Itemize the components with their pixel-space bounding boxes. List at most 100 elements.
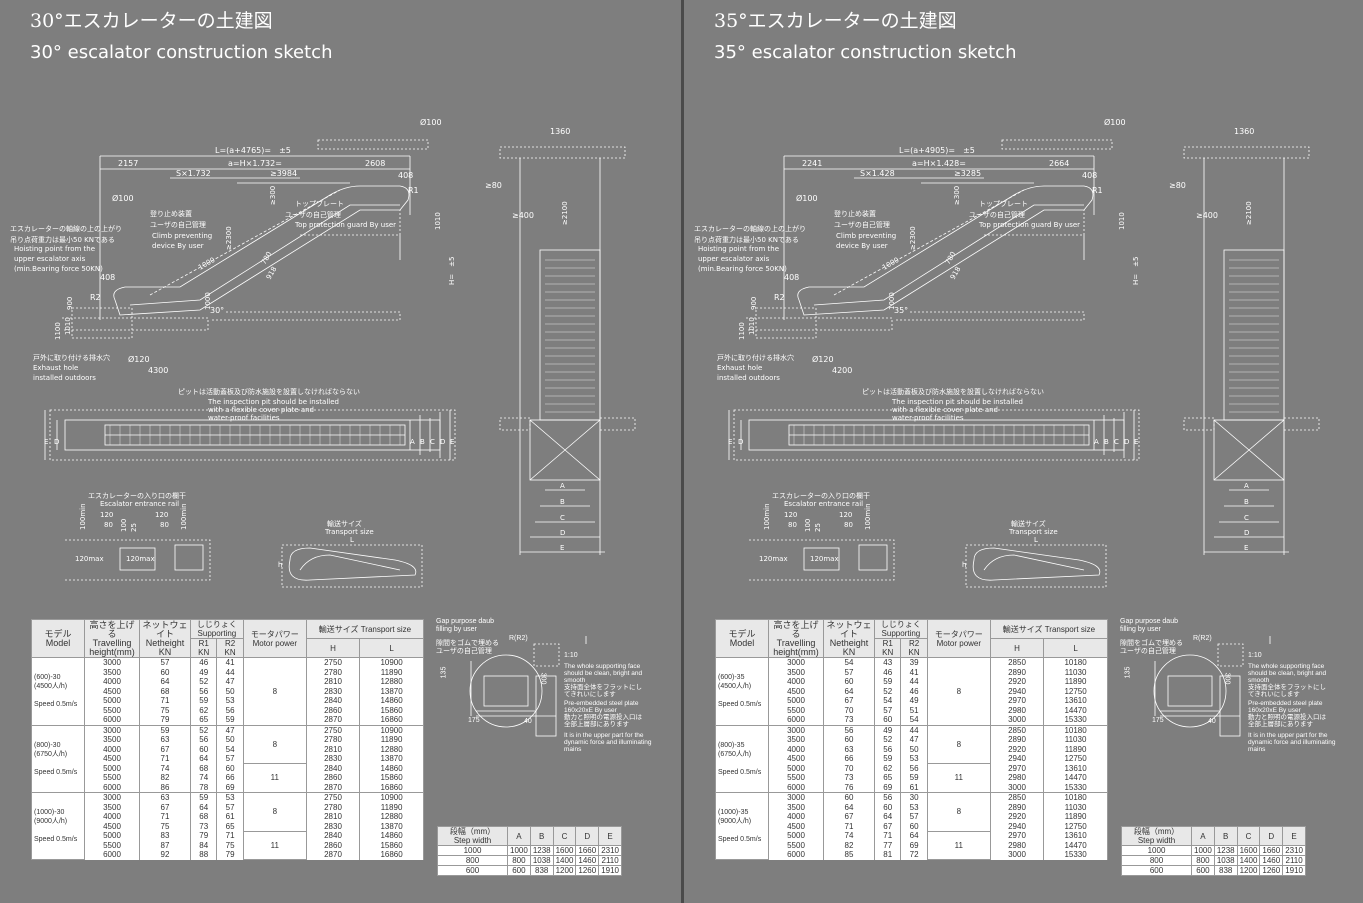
cell-r2: 57 [216, 754, 244, 764]
svg-text:吊り点荷重力は最小50 KNである: 吊り点荷重力は最小50 KNである [694, 235, 799, 244]
gap-jp: 隙間をゴムで埋めるユーザの自己管理 [436, 640, 499, 655]
svg-text:water-proof facilities: water-proof facilities [892, 414, 964, 422]
cell-t1: 2780 [305, 735, 361, 745]
col-h: H [305, 638, 361, 658]
motor-cell: 11 [926, 763, 991, 793]
cell-t1: 2860 [305, 773, 361, 783]
cell-r1: 60 [873, 802, 902, 812]
svg-text:(min.Bearing force 50KN): (min.Bearing force 50KN) [698, 265, 787, 273]
cell-w: 59 [139, 724, 191, 735]
svg-text:≥2300: ≥2300 [909, 226, 917, 250]
svg-text:408: 408 [784, 273, 799, 282]
cell-t1: 2840 [305, 763, 361, 773]
svg-text:1010: 1010 [1118, 212, 1126, 230]
cell-t2: 10180 [1043, 792, 1108, 803]
svg-text:device By user: device By user [836, 242, 888, 250]
cell-r2: 53 [216, 696, 244, 706]
col-l: L [1043, 638, 1108, 658]
motor-cell: 8 [926, 792, 991, 832]
cell-r2: 69 [216, 782, 244, 793]
cell-t1: 2840 [305, 696, 361, 706]
cell-w: 64 [823, 686, 875, 696]
panel-divider [681, 0, 684, 903]
cell-w: 63 [139, 792, 191, 803]
cell-t1: 2750 [305, 657, 361, 668]
cell-t2: 14860 [359, 763, 424, 773]
cell-w: 71 [139, 754, 191, 764]
cell-w: 92 [139, 850, 191, 860]
cell-w: 76 [823, 782, 875, 793]
cell-w: 85 [823, 850, 875, 860]
cell-t2: 11030 [1043, 802, 1108, 812]
motor-cell: 11 [242, 763, 307, 793]
cell-w: 71 [823, 821, 875, 831]
svg-text:B: B [1104, 438, 1109, 446]
svg-text:C: C [1114, 438, 1119, 446]
svg-text:C: C [430, 438, 435, 446]
svg-text:1010: 1010 [748, 317, 756, 335]
support-note-jp: 支持面全体をフラットにしてきれいにします [1248, 684, 1326, 698]
cell-w: 70 [823, 705, 875, 715]
step-cell: 1000 [1120, 845, 1193, 856]
cell-t1: 3000 [989, 850, 1045, 860]
cell-w: 67 [139, 802, 191, 812]
svg-text:D: D [1124, 438, 1129, 446]
cell-t1: 3000 [989, 715, 1045, 725]
model-cell: (600)-35(4500人/h)Speed 0.5m/s [715, 657, 769, 726]
cell-r1: 59 [189, 696, 218, 706]
svg-text:S×1.428: S×1.428 [860, 169, 895, 178]
cell-h: 4000 [768, 744, 824, 754]
r-label: R(R2) [509, 635, 528, 642]
svg-text:1000: 1000 [204, 292, 212, 310]
cell-t1: 2780 [305, 667, 361, 677]
cell-t2: 14860 [359, 696, 424, 706]
cell-r1: 77 [873, 840, 902, 850]
svg-text:Transport size: Transport size [1008, 528, 1058, 536]
step-cell: 2310 [598, 845, 622, 856]
svg-text:≥400: ≥400 [512, 211, 534, 220]
cell-t2: 11890 [1043, 744, 1108, 754]
svg-text:4200: 4200 [832, 366, 852, 375]
step-col: B [1213, 826, 1238, 846]
step-cell: 1038 [1213, 855, 1238, 866]
svg-text:80: 80 [160, 521, 169, 529]
step-cell: 838 [1213, 865, 1238, 876]
motor-cell: 8 [242, 657, 307, 726]
cell-r2: 72 [900, 850, 928, 860]
cell-r1: 60 [189, 744, 218, 754]
svg-text:≥300: ≥300 [269, 186, 277, 205]
step-cell: 1000 [436, 845, 509, 856]
cell-r1: 65 [873, 773, 902, 783]
svg-text:120max: 120max [810, 555, 839, 563]
cell-r1: 46 [189, 657, 218, 668]
cell-h: 5000 [768, 831, 824, 841]
cell-t2: 15330 [1043, 850, 1108, 860]
cell-h: 3500 [84, 802, 140, 812]
cell-r1: 73 [189, 821, 218, 831]
cell-r2: 69 [900, 840, 928, 850]
svg-text:戸外に取り付ける排水穴: 戸外に取り付ける排水穴 [33, 353, 110, 362]
model-cell: (800)-30(6750人/h)Speed 0.5m/s [31, 724, 85, 793]
svg-text:120max: 120max [759, 555, 788, 563]
svg-text:H= ±5: H= ±5 [1132, 257, 1140, 285]
svg-text:ピットは活動蓋板及び防水施設を設置しなければならない: ピットは活動蓋板及び防水施設を設置しなければならない [178, 387, 360, 396]
cell-t2: 13870 [359, 821, 424, 831]
cell-r2: 50 [216, 686, 244, 696]
